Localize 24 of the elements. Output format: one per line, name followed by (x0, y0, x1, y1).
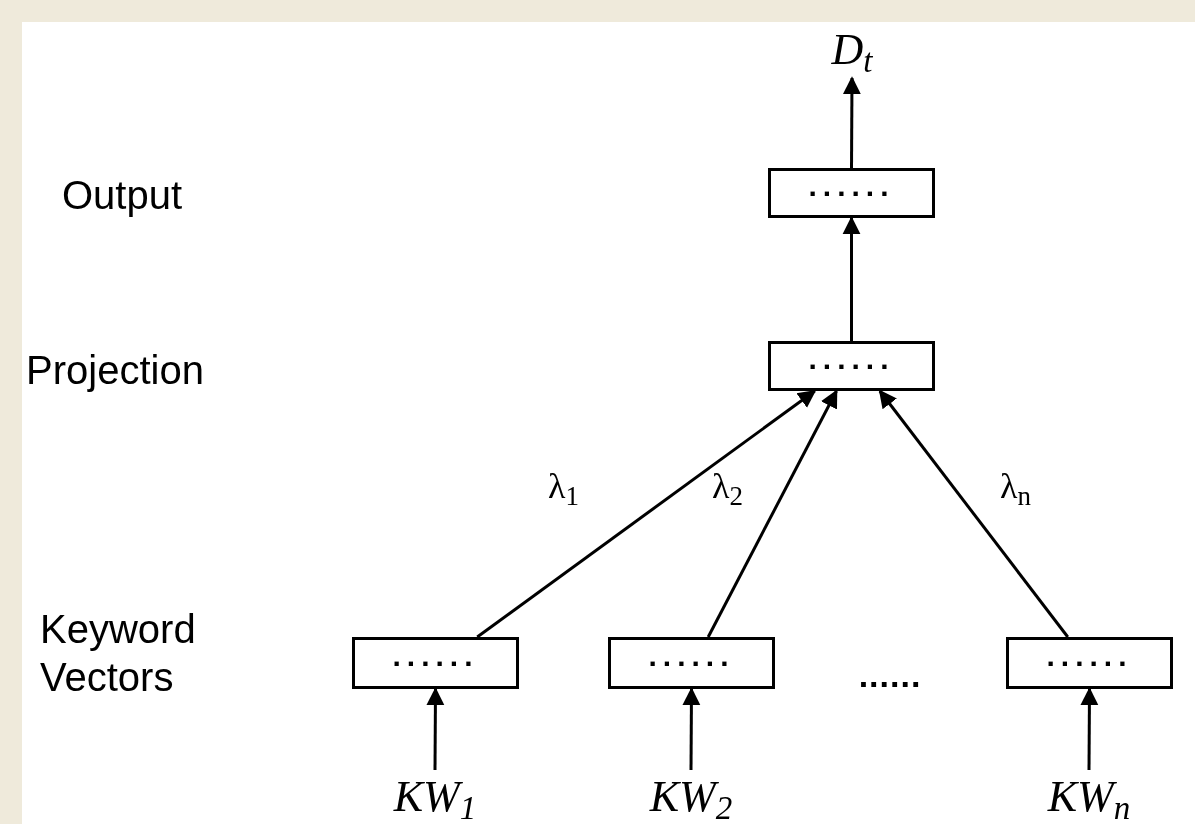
arrow (842, 76, 861, 168)
arrow (476, 389, 817, 639)
arrow (706, 389, 838, 638)
variable-label: D$_{t}$ (812, 22, 892, 78)
arrow (1080, 687, 1099, 770)
variable-label: KW$_{n}$ (1029, 770, 1149, 824)
edge-label: λ$_{n}$ (1000, 468, 1031, 504)
arrow (682, 687, 701, 770)
edge-label: λ$_{1}$ (548, 468, 579, 504)
edge-label: λ$_{2}$ (712, 468, 743, 504)
layer-label: Projection (26, 347, 205, 394)
layer-label: Output (62, 172, 184, 219)
vector-box: ...... (608, 637, 775, 689)
vector-box: ...... (768, 168, 935, 218)
vector-box: ...... (768, 341, 935, 391)
layer-label: Keyword Vectors (40, 606, 197, 701)
variable-label: KW$_{2}$ (631, 770, 751, 824)
arrow (842, 216, 861, 341)
arrow (878, 389, 1069, 638)
ellipsis-label: ...... (857, 655, 923, 696)
variable-label: KW$_{1}$ (375, 770, 495, 824)
vector-box: ...... (1006, 637, 1173, 689)
arrow (426, 687, 445, 770)
vector-box: ...... (352, 637, 519, 689)
